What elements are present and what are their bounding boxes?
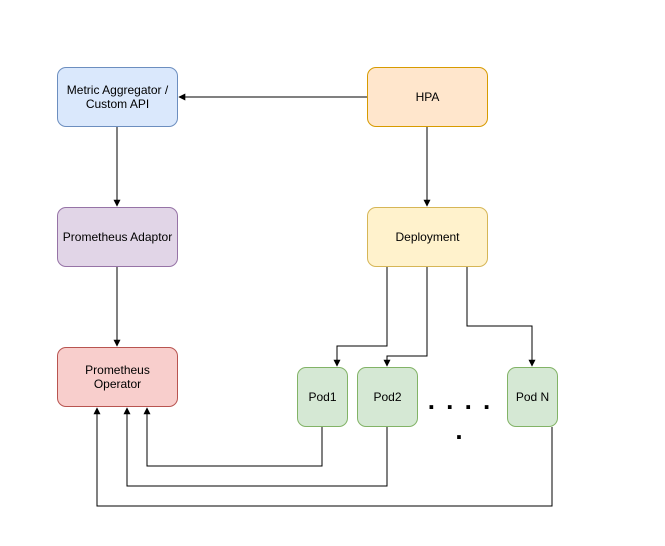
deployment-node[interactable]: Deployment (367, 207, 488, 267)
pod2-node[interactable]: Pod2 (357, 367, 418, 427)
edge-deployment-to-pod1 (333, 267, 388, 367)
pod-n-label: Pod N (515, 390, 550, 404)
pod-n-node[interactable]: Pod N (507, 367, 558, 427)
prometheus-adaptor-node[interactable]: Prometheus Adaptor (57, 207, 178, 267)
prometheus-adaptor-label: Prometheus Adaptor (62, 230, 173, 244)
pod1-label: Pod1 (308, 390, 337, 404)
edge-deployment-to-pod2 (383, 267, 428, 367)
prometheus-operator-label: Prometheus Operator (85, 363, 150, 391)
hpa-node[interactable]: HPA (367, 67, 488, 127)
pod1-node[interactable]: Pod1 (297, 367, 348, 427)
edge-pod-n-to-operator (93, 407, 553, 507)
deployment-label: Deployment (395, 230, 460, 244)
edge-pod1-to-operator (143, 407, 323, 467)
metric-aggregator-label: Metric Aggregator / Custom API (66, 83, 169, 111)
metric-aggregator-node[interactable]: Metric Aggregator / Custom API (57, 67, 178, 127)
hpa-label: HPA (415, 90, 440, 104)
edge-pod2-to-operator (123, 407, 388, 487)
prometheus-operator-node[interactable]: Prometheus Operator (57, 347, 178, 407)
edge-deployment-to-pod-n (466, 267, 536, 367)
pod2-label: Pod2 (373, 390, 402, 404)
more-pods-ellipsis: . . . . . (427, 385, 493, 445)
